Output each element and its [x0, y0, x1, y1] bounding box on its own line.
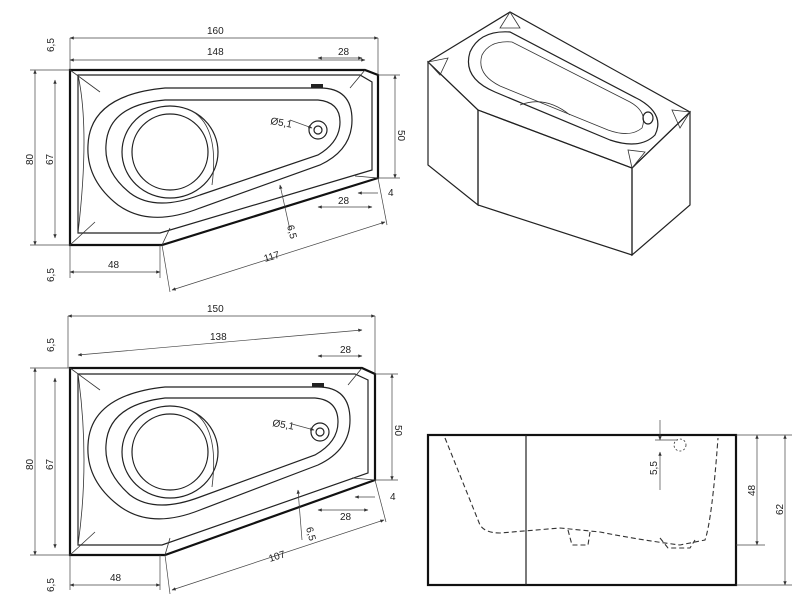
bottom-plan-seat-ring [121, 405, 219, 499]
side-view-overflow [673, 438, 687, 452]
iso-top-surface [427, 11, 691, 169]
bottom-dim-67: 67 [45, 458, 56, 470]
iso-backrest [519, 101, 571, 116]
side-dim-5-5: 5,5 [649, 461, 660, 475]
side-dim-62: 62 [775, 503, 786, 515]
bottom-dim-107: 107 [268, 549, 288, 565]
iso-basin-inner [480, 41, 644, 134]
bottom-plan-facets [69, 367, 376, 556]
bottom-dim-4: 4 [390, 492, 396, 503]
top-plan-drain [313, 125, 323, 135]
bottom-plan-view: 150 138 28 50 80 67 6,5 6,5 Ø5,1 4 28 6,… [25, 304, 403, 595]
top-plan-facets [69, 69, 379, 246]
top-plan-backrest [189, 109, 215, 186]
iso-corner-facets [427, 11, 691, 169]
bottom-plan-overflow-mark [312, 383, 324, 387]
top-dim-80: 80 [25, 153, 36, 165]
bottom-dim-28: 28 [340, 345, 352, 356]
bottom-plan-left-curve [77, 373, 85, 546]
top-dim-117: 117 [263, 250, 282, 265]
bottom-dim-138: 138 [210, 332, 227, 343]
top-dim-4: 4 [388, 188, 394, 199]
side-view-drain-profile [567, 529, 591, 546]
bottom-dim-drain: Ø5,1 [271, 418, 295, 433]
isometric-view [427, 11, 691, 257]
bottom-plan-drain-outer [310, 422, 330, 442]
top-dim-148: 148 [207, 47, 224, 58]
top-plan-seat [131, 113, 209, 191]
bottom-dim-150: 150 [207, 304, 224, 315]
bottom-plan-outline [68, 366, 377, 557]
bottom-dim-6-5-slope: 6,5 [303, 526, 317, 543]
bottom-plan-basin-outer [87, 386, 351, 520]
iso-drain [642, 111, 654, 125]
bottom-dim-48: 48 [110, 573, 122, 584]
top-plan-left-curve [77, 74, 85, 234]
top-dim-drain: Ø5,1 [269, 116, 293, 131]
top-dim-6-5-top: 6,5 [46, 38, 57, 52]
top-plan-drain-outer [308, 120, 328, 140]
top-dim-67: 67 [45, 153, 56, 165]
bottom-dim-50: 50 [392, 425, 403, 437]
bottom-dim-6-5-bottom: 6,5 [46, 578, 57, 592]
bottom-plan-drain [315, 427, 325, 437]
bottom-dim-28-lower: 28 [340, 512, 352, 523]
iso-front-left [427, 60, 479, 207]
bottom-dim-80: 80 [25, 458, 36, 470]
top-dim-48: 48 [108, 260, 120, 271]
side-view-body [426, 433, 738, 587]
bottom-plan-seat [131, 413, 209, 491]
side-view-basin-profile [444, 437, 719, 546]
top-plan-overflow-mark [311, 84, 323, 88]
iso-basin-rim [467, 31, 659, 145]
side-dim-48: 48 [747, 484, 758, 496]
top-plan-basin-outer [87, 87, 353, 218]
top-plan-seat-ring [121, 105, 219, 199]
side-view: 5,5 48 62 [426, 420, 792, 587]
top-dim-28-lower: 28 [338, 196, 350, 207]
top-plan-basin-inner [105, 99, 341, 204]
top-dim-6-5-slope: 6,5 [284, 224, 298, 241]
bottom-plan-basin-inner [105, 397, 339, 506]
top-dim-50: 50 [395, 130, 406, 142]
top-dim-28: 28 [338, 47, 350, 58]
top-dim-160: 160 [207, 26, 224, 37]
iso-front-right [477, 109, 633, 256]
bottom-dim-6-5-top: 6,5 [46, 338, 57, 352]
bottom-plan-backrest [189, 409, 215, 488]
top-plan-view: 160 148 28 50 80 67 6,5 6,5 Ø5,1 4 28 6,… [25, 26, 406, 293]
top-dim-6-5-bottom: 6,5 [46, 268, 57, 282]
iso-side-right [631, 110, 691, 257]
